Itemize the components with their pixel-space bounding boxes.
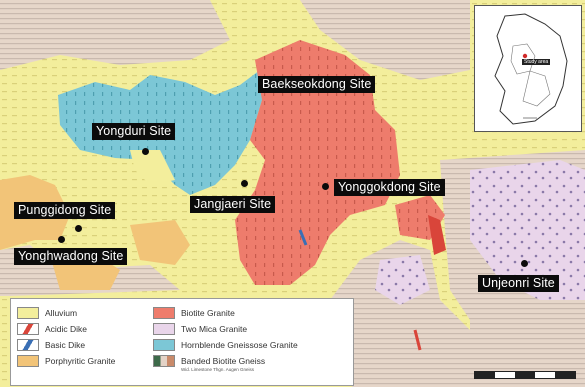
legend-swatch-two-mica-granite [153, 323, 175, 335]
site-label-punggidong: Punggidong Site [14, 202, 116, 219]
legend-label-two-mica-granite: Two Mica Granite [181, 324, 248, 334]
site-label-yonggokdong: Yonggokdong Site [334, 179, 445, 196]
site-label-yongduri: Yongduri Site [92, 123, 176, 140]
legend-swatch-hornblende-granite [153, 339, 175, 351]
site-label-unjeonri: Unjeonri Site [478, 275, 559, 292]
map-legend: Alluvium Acidic Dike Basic Dike Porphyri… [10, 298, 354, 386]
porphyritic-granite-area-center [130, 220, 190, 265]
legend-swatch-porphyritic-granite [17, 355, 39, 367]
legend-label-acidic-dike: Acidic Dike [45, 324, 88, 334]
biotite-granite-area [235, 40, 400, 285]
legend-label-hornblende-granite: Hornblende Gneissose Granite [181, 340, 298, 350]
site-marker-yongduri[interactable] [142, 148, 149, 155]
legend-sublabel-banded-gneiss: Wid. Limestone Thgn. Augen Gneiss [181, 367, 254, 372]
inset-study-area-label: Study area [522, 59, 551, 65]
gneiss-area-south [330, 240, 470, 387]
acidic-dike [428, 215, 446, 255]
site-label-baekseokdong: Baekseokdong Site [258, 76, 376, 93]
legend-label-biotite-granite: Biotite Granite [181, 308, 235, 318]
basic-dike-line [298, 229, 308, 246]
legend-label-porphyritic-granite: Porphyritic Granite [45, 356, 116, 366]
gneiss-area-northeast [300, 0, 470, 80]
legend-swatch-banded-gneiss [153, 355, 175, 367]
two-mica-granite-area-small [375, 255, 430, 305]
legend-swatch-basic-dike [17, 339, 39, 351]
site-label-yonghwadong: Yonghwadong Site [14, 248, 128, 265]
scale-bar [474, 371, 576, 379]
site-label-jangjaeri: Jangjaeri Site [190, 196, 276, 213]
alluvium-inlier [130, 150, 175, 185]
inset-locator-map: Study area [474, 5, 582, 132]
peninsula-outline [494, 13, 568, 125]
study-area-marker [522, 53, 528, 59]
legend-swatch-alluvium [17, 307, 39, 319]
site-marker-yonggokdong[interactable] [322, 183, 329, 190]
site-marker-punggidong[interactable] [75, 225, 82, 232]
site-marker-jangjaeri[interactable] [241, 180, 248, 187]
legend-label-banded-gneiss: Banded Biotite Gneiss [181, 356, 266, 366]
two-mica-granite-area [470, 160, 585, 300]
site-marker-unjeonri[interactable] [521, 260, 528, 267]
acidic-dike-line [413, 329, 422, 351]
legend-swatch-acidic-dike [17, 323, 39, 335]
legend-label-alluvium: Alluvium [45, 308, 78, 318]
site-marker-yonghwadong[interactable] [58, 236, 65, 243]
legend-swatch-biotite-granite [153, 307, 175, 319]
legend-label-basic-dike: Basic Dike [45, 340, 86, 350]
gneiss-area-north [0, 0, 230, 70]
